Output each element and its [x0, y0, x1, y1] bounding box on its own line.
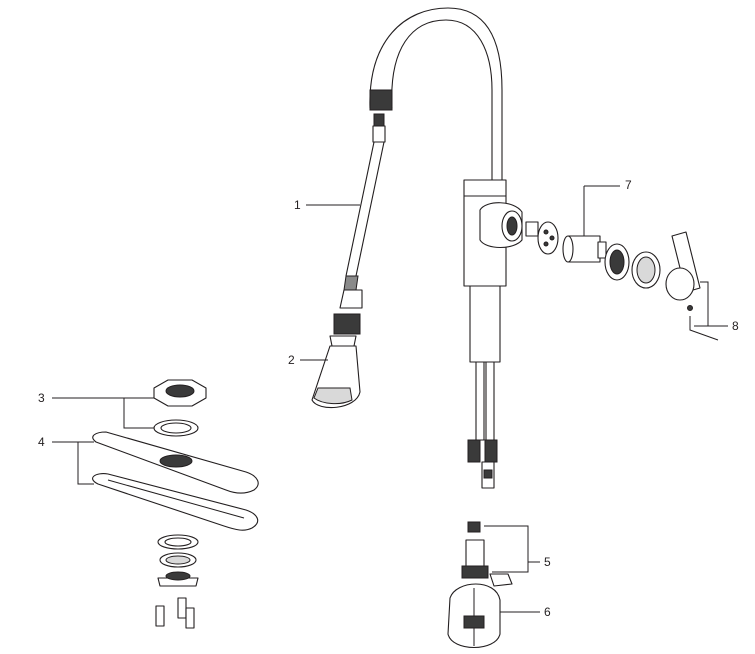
- under-deck-hardware: [155, 534, 199, 629]
- callout-5: 5: [544, 555, 551, 569]
- callout-7: 7: [625, 178, 632, 192]
- leader-lines: [52, 185, 728, 613]
- handle-assembly: [665, 231, 719, 341]
- deck-plate: [92, 431, 259, 531]
- spray-head: [311, 313, 361, 409]
- mounting-nut: [153, 379, 207, 437]
- callout-4: 4: [38, 435, 45, 449]
- callout-2: 2: [288, 353, 295, 367]
- hose-weight: [447, 583, 501, 648]
- pull-down-hose: [339, 113, 386, 309]
- callout-1: 1: [294, 198, 301, 212]
- mounting-shank: [461, 521, 513, 587]
- faucet-body: [369, 7, 523, 489]
- cartridge-assembly: [525, 221, 661, 289]
- callout-labels: 1 2 3 4 5 6 7 8: [38, 178, 739, 619]
- callout-8: 8: [732, 319, 739, 333]
- callout-3: 3: [38, 391, 45, 405]
- callout-6: 6: [544, 605, 551, 619]
